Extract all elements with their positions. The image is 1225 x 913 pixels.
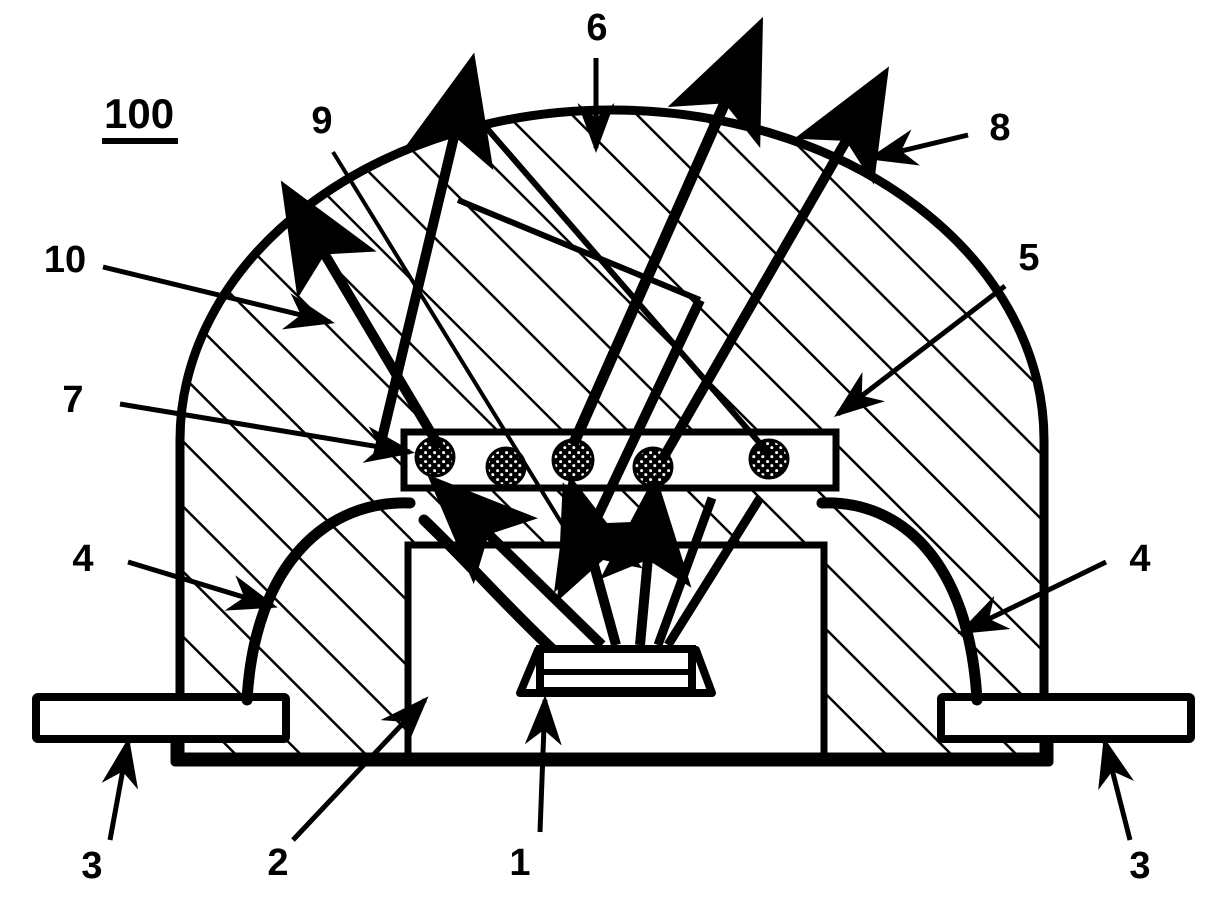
lead-right-rect [937, 693, 1195, 743]
ref-label-8: 8 [989, 107, 1010, 149]
leader-8 [867, 129, 969, 166]
leader-7 [119, 401, 415, 463]
ray-thin-diagonal [449, 86, 773, 457]
leader-2 [291, 696, 429, 842]
lead-frame-right [937, 693, 1195, 743]
ray-down-upper-segment [456, 197, 702, 303]
leader-3-left [101, 737, 139, 841]
ref-label-4-right: 4 [1129, 538, 1150, 580]
figure-number-group: 100 [102, 90, 178, 144]
ray-exit-upper-left [373, 52, 494, 457]
leader-4-right [957, 559, 1108, 635]
ray-up-5 [664, 495, 764, 648]
ref-label-2: 2 [267, 842, 288, 884]
ref-label-4-left: 4 [72, 538, 93, 580]
ray-up-3 [599, 474, 692, 646]
ray-up-1 [427, 474, 606, 649]
lead-frame-left [32, 693, 290, 743]
ray-exit-centre [567, 16, 764, 448]
ref-label-6: 6 [586, 7, 607, 49]
ray-down-scattered [557, 297, 705, 602]
ref-label-1: 1 [509, 842, 530, 884]
leader-10 [102, 264, 335, 330]
leader-3-right [1098, 737, 1135, 841]
leader-5 [834, 284, 1007, 418]
reference-numerals: 1 2 3 3 4 4 5 6 7 8 9 10 [44, 7, 1151, 887]
ref-label-9: 9 [311, 100, 332, 142]
leader-lines [101, 58, 1135, 842]
led-chip [516, 645, 716, 697]
ray-up-4 [653, 496, 717, 647]
reflector-arch-left [241, 497, 416, 706]
ref-label-5: 5 [1018, 237, 1039, 279]
leader-9 [331, 150, 590, 568]
figure-number: 100 [104, 90, 174, 137]
ray-exit-right [657, 66, 889, 463]
ref-label-3-left: 3 [81, 845, 102, 887]
leader-4-left [127, 559, 278, 611]
ref-label-10: 10 [44, 239, 86, 281]
lead-left-rect [32, 693, 290, 743]
leader-1 [524, 695, 562, 833]
ref-label-7: 7 [62, 379, 83, 421]
light-rays [280, 16, 889, 649]
ref-label-3-right: 3 [1129, 845, 1150, 887]
phosphor-particle [551, 438, 595, 482]
ray-9-exit [280, 180, 445, 451]
reflector-arch-right [816, 497, 983, 706]
phosphor-particle [748, 438, 790, 480]
